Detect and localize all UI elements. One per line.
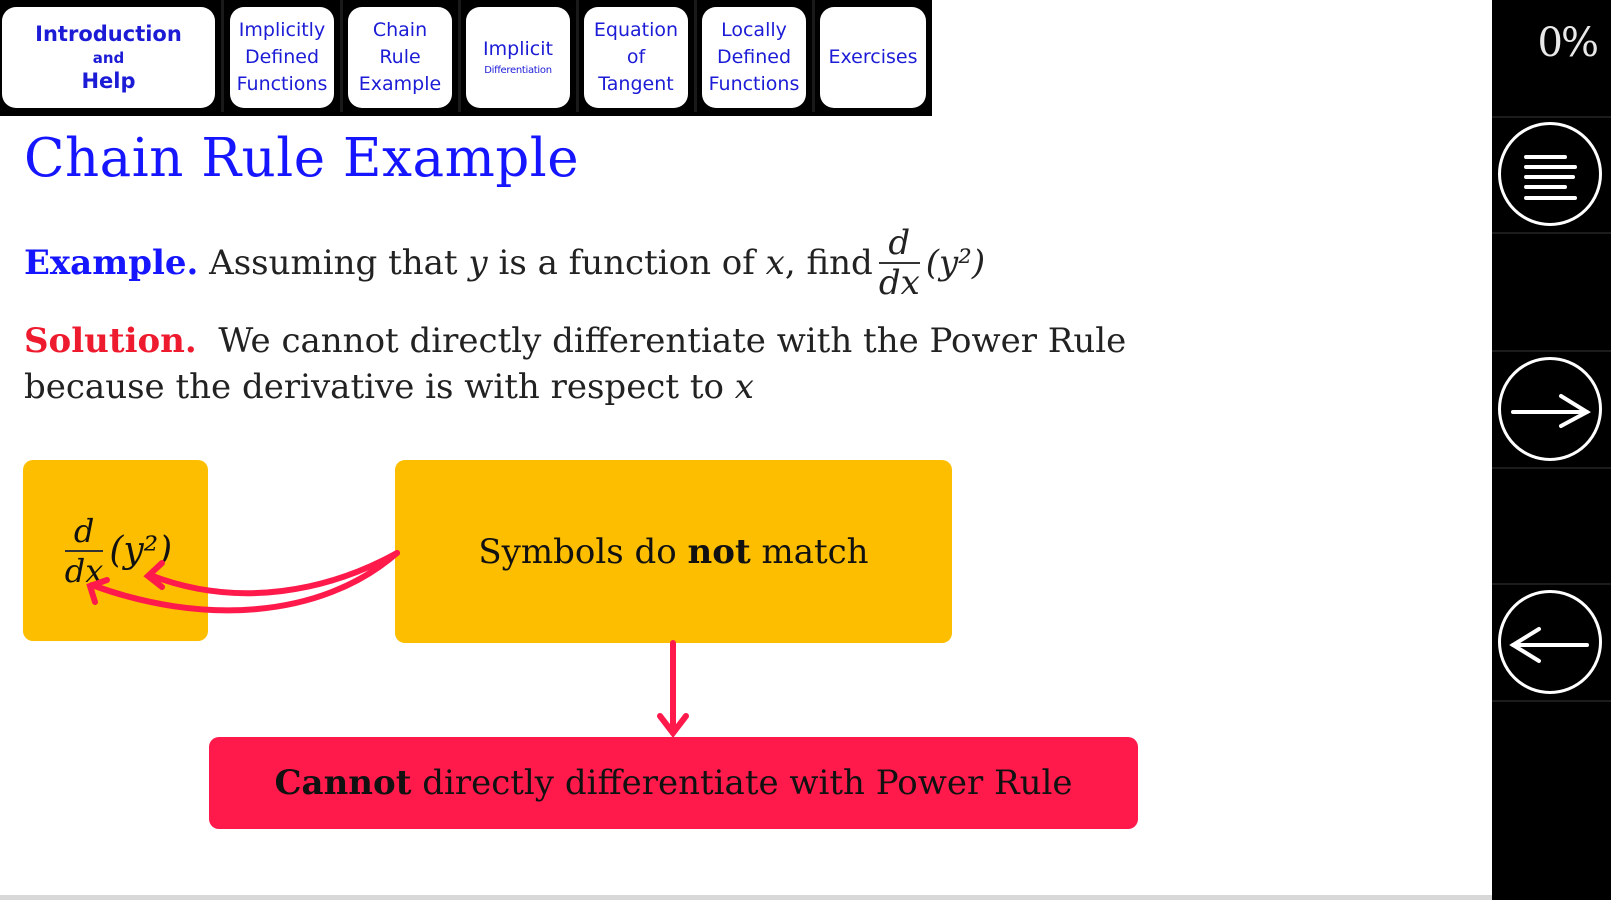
solution-paragraph: Solution. We cannot directly differentia… (24, 318, 1144, 410)
tab-locally-defined-functions[interactable]: Locally Defined Functions (702, 7, 806, 108)
solution-text: We cannot directly differentiate with th… (218, 321, 1127, 361)
contents-button[interactable] (1498, 122, 1602, 226)
solution-label: Solution. (24, 321, 197, 361)
fraction-denominator: dx (878, 263, 920, 303)
sidebar-divider (1492, 232, 1611, 234)
box-text: directly differentiate with Power Rule (422, 763, 1073, 803)
sidebar-divider (1492, 467, 1611, 469)
previous-page-button[interactable] (1498, 590, 1602, 694)
fraction-numerator: d (64, 512, 104, 552)
variable-x: x (765, 243, 785, 283)
sidebar-divider (1492, 700, 1611, 702)
example-text: is a function of (498, 243, 755, 283)
derivative-fraction: d dx (64, 512, 104, 590)
page-title: Chain Rule Example (24, 128, 580, 189)
arrow-right-icon (1511, 394, 1592, 428)
tab-divider (812, 0, 815, 112)
box-text: match (761, 531, 869, 572)
tab-label-line: Chain (372, 19, 428, 41)
progress-percentage: 0% (1537, 20, 1599, 66)
derivative-fraction: d dx (878, 224, 920, 303)
sidebar-divider (1492, 116, 1611, 118)
navigation-bottom-border (0, 112, 932, 116)
tab-introduction-and-help[interactable]: Introduction and Help (2, 7, 215, 108)
cannot-differentiate-box: Cannot directly differentiate with Power… (209, 737, 1138, 829)
box-text: Symbols do (478, 531, 677, 572)
fraction-numerator: d (878, 224, 920, 264)
menu-lines-icon (1524, 155, 1577, 200)
tab-equation-of-tangent[interactable]: Equation of Tangent (584, 7, 688, 108)
tab-label-line: Example (358, 73, 442, 95)
tab-label-line: Defined (244, 46, 320, 68)
sidebar-divider (1492, 583, 1611, 585)
tab-label-line: Rule (379, 46, 421, 68)
example-text: Assuming that (209, 243, 458, 283)
tab-label-line: Exercises (828, 46, 918, 68)
sidebar-divider (1492, 350, 1611, 352)
tab-divider (458, 0, 461, 112)
tab-label-line: Equation (593, 19, 679, 41)
tab-implicitly-defined-functions[interactable]: Implicitly Defined Functions (230, 7, 334, 108)
arrow-head (657, 713, 689, 738)
solution-text: because the derivative is with respect t… (24, 367, 724, 407)
tab-label-line: Functions (708, 73, 800, 95)
tab-label-line: Locally (721, 19, 787, 41)
example-text: , find (784, 243, 873, 283)
tab-implicit-differentiation[interactable]: Implicit Differentiation (466, 7, 570, 108)
tab-label-line: Implicit (483, 38, 553, 60)
tab-label-line: Functions (236, 73, 328, 95)
math-expression: (y²) (109, 530, 173, 571)
tab-label-line: Help (81, 68, 136, 93)
variable-x: x (734, 367, 754, 407)
variable-y: y (468, 243, 488, 283)
tab-label-line: Defined (716, 46, 792, 68)
bottom-border (0, 895, 1492, 900)
tab-chain-rule-example[interactable]: Chain Rule Example (348, 7, 452, 108)
tab-label-line: Introduction (35, 21, 182, 46)
example-paragraph: Example. Assuming that y is a function o… (24, 218, 985, 308)
next-page-button[interactable] (1498, 357, 1602, 461)
tab-divider (576, 0, 579, 112)
derivative-expression-box: d dx (y²) (23, 460, 208, 641)
tab-divider (340, 0, 343, 112)
tab-divider (694, 0, 697, 112)
tab-label-line: Differentiation (484, 65, 552, 76)
math-expression: (y²) (925, 243, 986, 283)
tab-label-line: Tangent (598, 73, 674, 95)
tab-label-line: and (92, 48, 125, 67)
symbols-do-not-match-box: Symbols do not match (395, 460, 952, 643)
arrow-left-icon (1509, 627, 1589, 663)
box-text-bold: not (687, 531, 751, 572)
top-navigation-bar: Introduction and Help Implicitly Defined… (0, 0, 932, 116)
fraction-denominator: dx (64, 551, 104, 590)
tab-exercises[interactable]: Exercises (820, 7, 926, 108)
example-label: Example. (24, 243, 199, 283)
tab-label-line: of (626, 46, 646, 68)
tab-divider (221, 0, 224, 112)
right-sidebar: 0% (1492, 0, 1611, 900)
box-text-bold: Cannot (274, 763, 412, 803)
tab-label-line: Implicitly (238, 19, 326, 41)
